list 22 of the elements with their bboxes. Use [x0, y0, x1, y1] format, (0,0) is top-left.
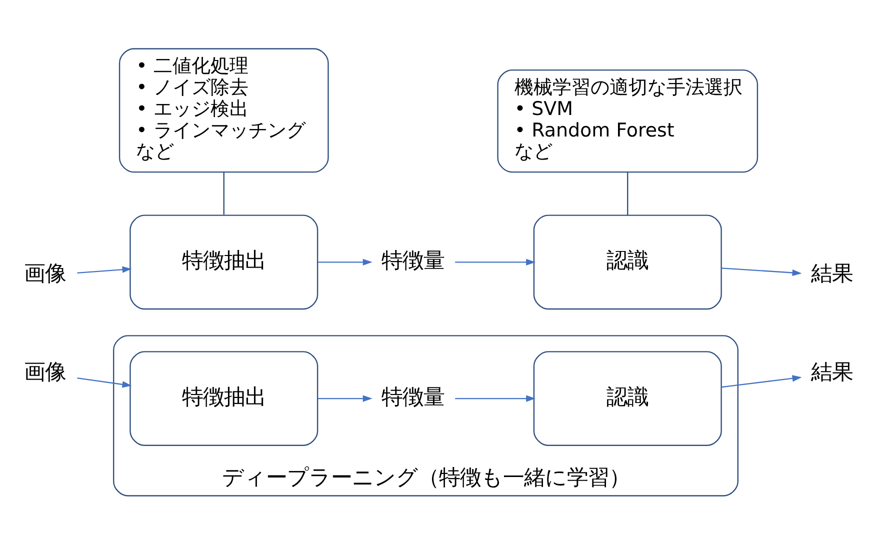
node-box: 特徴抽出 — [130, 214, 318, 310]
node-box: 認識 — [533, 214, 722, 310]
node-text: 特徴量 — [382, 248, 445, 274]
arrow — [722, 375, 802, 388]
arrow — [722, 268, 802, 276]
node-box: 認識 — [533, 351, 722, 446]
node-text: 結果 — [811, 261, 854, 286]
node-text: 画像 — [24, 360, 66, 385]
node-text: 結果 — [811, 360, 854, 385]
node-text: 画像 — [24, 261, 66, 286]
node-box: • 二値化処理 • ノイズ除去 • エッジ検出 • ラインマッチング など — [118, 48, 329, 173]
connector — [223, 172, 224, 215]
arrow — [455, 258, 536, 266]
arrow — [77, 377, 132, 388]
arrow — [318, 258, 372, 266]
node-text: 特徴量 — [382, 384, 445, 410]
connector — [627, 172, 628, 216]
arrow — [77, 266, 132, 274]
arrow — [455, 395, 536, 402]
node-box: 機械学習の適切な手法選択 • SVM • Random Forest など — [497, 70, 758, 173]
node-box: 特徴抽出 — [130, 351, 318, 446]
arrow — [318, 395, 372, 402]
